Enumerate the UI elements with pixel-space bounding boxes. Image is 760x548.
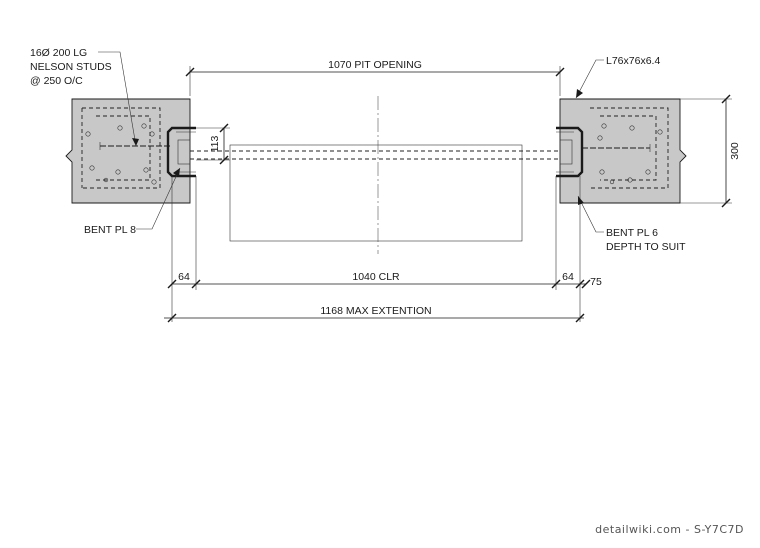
studs-leader — [98, 51, 137, 147]
pit-opening-label: 1070 PIT OPENING — [328, 59, 422, 71]
bent-pl8-leader — [136, 167, 181, 230]
dim-300 — [680, 94, 732, 208]
bent-pl6-note-line1: BENT PL 6 — [606, 227, 658, 239]
dim-64-right-label: 64 — [562, 271, 574, 283]
angle-leader — [575, 59, 604, 99]
angle-note: L76x76x6.4 — [606, 55, 660, 67]
studs-note-line2: NELSON STUDS — [30, 61, 112, 73]
dim-pit-opening — [185, 66, 565, 96]
angle-leader-arrow — [576, 89, 583, 98]
dim-75-label: 75 — [590, 276, 602, 288]
bent-pl6-note-line2: DEPTH TO SUIT — [606, 241, 686, 253]
dim-300-label: 300 — [729, 142, 741, 160]
clr-label: 1040 CLR — [352, 271, 400, 283]
left-concrete-wall — [65, 98, 191, 204]
right-concrete-wall — [559, 98, 687, 204]
max-extention-label: 1168 MAX EXTENTION — [320, 305, 431, 317]
dim-max-extention — [164, 313, 585, 323]
dim-113 — [196, 123, 230, 165]
bent-pl6-arrow — [578, 196, 584, 205]
right-steel-angle — [556, 126, 584, 178]
bent-pl8-note: BENT PL 8 — [84, 224, 136, 236]
watermark: detailwiki.com - S-Y7C7D — [595, 523, 744, 536]
dim-64-left-label: 64 — [178, 271, 190, 283]
bent-pl8-arrow — [173, 168, 180, 177]
studs-note-line1: 16Ø 200 LG — [30, 47, 87, 59]
studs-note-line3: @ 250 O/C — [30, 75, 83, 87]
pit-cover-plate — [229, 144, 523, 242]
bent-pl6-leader — [577, 195, 604, 233]
dim-113-label: 113 — [209, 135, 221, 152]
studs-leader-arrow — [132, 138, 139, 146]
dim-clear-chain — [167, 176, 591, 322]
